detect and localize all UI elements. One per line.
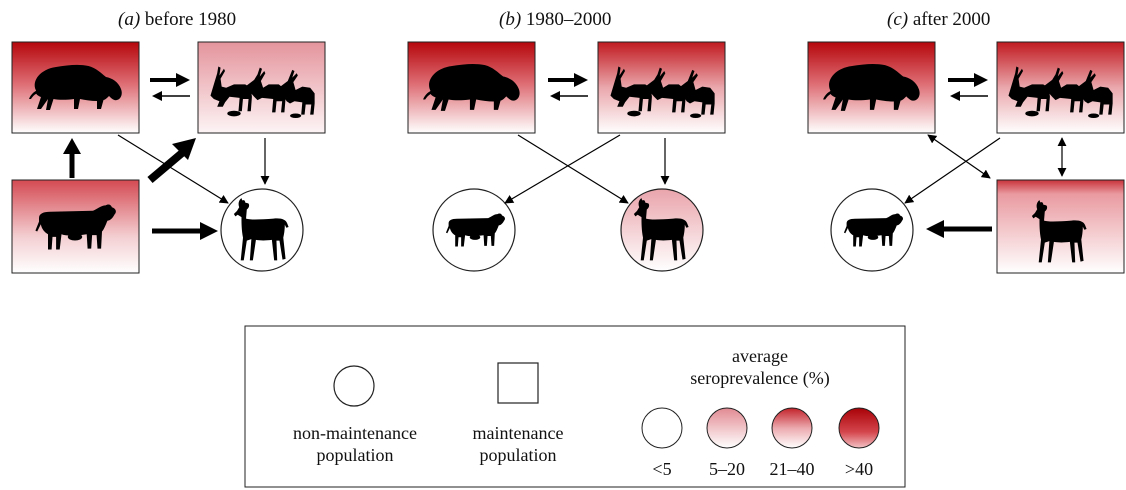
legend-square-symbol bbox=[497, 362, 539, 404]
panel-c-letter: (c) bbox=[887, 9, 909, 30]
legend-level-1-label: 5–20 bbox=[709, 459, 745, 479]
panel-a-letter: (a) bbox=[118, 9, 141, 30]
legend-level-2-label: 21–40 bbox=[769, 459, 815, 479]
panel-a-title: (a) before 1980 bbox=[118, 9, 236, 31]
legend-level-3-label: >40 bbox=[844, 459, 874, 479]
legend-level-0-label: <5 bbox=[652, 459, 672, 479]
legend-scale-title-line1: average bbox=[732, 346, 788, 366]
legend-square-label-line1: maintenance bbox=[472, 423, 564, 443]
legend-level-2-swatch bbox=[771, 407, 813, 449]
legend-level-3-swatch bbox=[838, 407, 880, 449]
legend-level-1-swatch bbox=[706, 407, 748, 449]
arrow-bison-to-deer-a bbox=[117, 134, 229, 204]
arrow-cattle-to-elk-a bbox=[147, 149, 185, 184]
panel-c-title: (c) after 2000 bbox=[887, 9, 990, 31]
panel-b-title: (b) 1980–2000 bbox=[499, 9, 611, 31]
arrow-bison-deer-c bbox=[927, 134, 991, 179]
legend bbox=[244, 325, 906, 488]
panel-a-title-text: before 1980 bbox=[144, 9, 237, 30]
arrow-elk-to-cattle-c bbox=[904, 137, 1001, 204]
panel-b bbox=[407, 41, 726, 272]
panel-c bbox=[807, 41, 1125, 274]
legend-level-0-swatch bbox=[641, 407, 683, 449]
legend-circle-symbol bbox=[333, 365, 375, 407]
legend-square-label-line2: population bbox=[479, 445, 557, 465]
arrow-bison-to-deer-b bbox=[517, 134, 629, 204]
legend-circle-label-line1: non-maintenance bbox=[293, 423, 417, 443]
legend-scale-title-line2: seroprevalence (%) bbox=[690, 368, 830, 388]
panel-c-title-text: after 2000 bbox=[912, 9, 991, 30]
panel-b-title-text: 1980–2000 bbox=[525, 9, 612, 30]
arrow-elk-to-cattle-b bbox=[504, 134, 621, 204]
legend-square-label: maintenance population bbox=[448, 422, 588, 466]
legend-circle-label: non-maintenance population bbox=[266, 422, 444, 466]
legend-circle-label-line2: population bbox=[316, 445, 394, 465]
legend-scale-title: average seroprevalence (%) bbox=[640, 345, 880, 389]
panel-a bbox=[11, 41, 326, 274]
panel-b-letter: (b) bbox=[499, 9, 522, 30]
